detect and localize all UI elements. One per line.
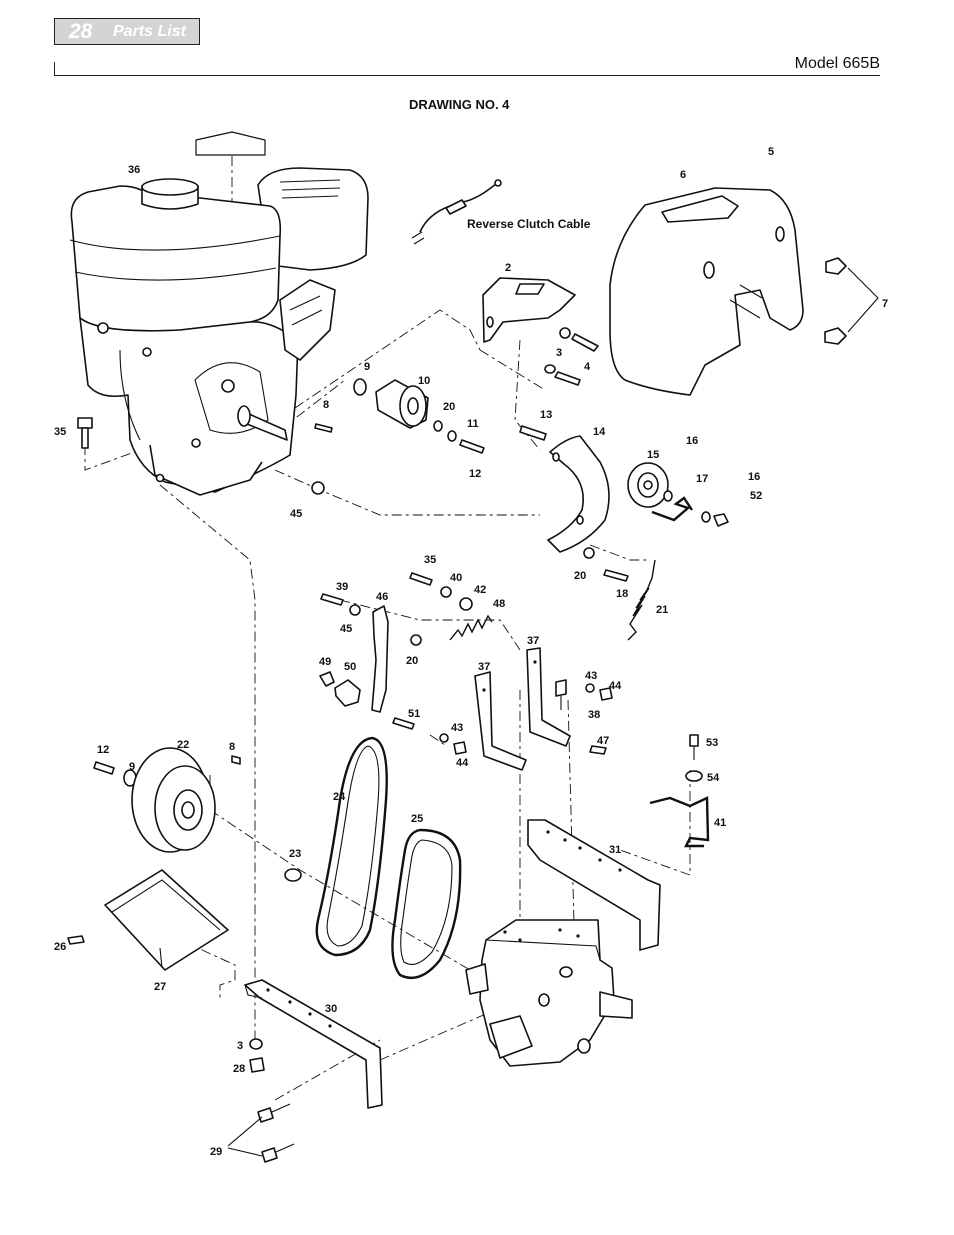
callout-29: 29 (210, 1146, 222, 1158)
header-rule (54, 75, 880, 76)
frame-bracket-30 (227, 979, 383, 1163)
cable-label: Reverse Clutch Cable (467, 217, 591, 231)
callout-40: 40 (450, 572, 462, 584)
cable-bracket (482, 277, 599, 386)
callout-48: 48 (493, 598, 505, 610)
callout-11: 11 (467, 418, 479, 430)
page-header-tab: 28 Parts List (54, 18, 200, 45)
clutch-linkage (319, 572, 493, 755)
callout-3: 3 (556, 347, 562, 359)
callout-22: 22 (177, 739, 189, 751)
callout-39: 39 (336, 581, 348, 593)
callout-10: 10 (418, 375, 430, 387)
callout-20-c: 20 (406, 655, 418, 667)
callout-37: 37 (527, 635, 539, 647)
callout-17: 17 (696, 473, 708, 485)
callout-46: 46 (376, 591, 388, 603)
callout-8-b: 8 (229, 741, 235, 753)
callout-28: 28 (233, 1063, 245, 1075)
callout-18: 18 (616, 588, 628, 600)
callout-20: 20 (443, 401, 455, 413)
washer-23 (284, 868, 302, 882)
callout-25: 25 (411, 813, 423, 825)
drawing-title: DRAWING NO. 4 (409, 97, 510, 112)
callout-20-b: 20 (574, 570, 586, 582)
callout-51: 51 (408, 708, 420, 720)
frame-bracket-31 (527, 819, 661, 951)
callout-41: 41 (714, 817, 726, 829)
washer-45 (311, 481, 325, 495)
callout-5: 5 (768, 146, 774, 158)
callout-23: 23 (289, 848, 301, 860)
callout-42: 42 (474, 584, 486, 596)
callout-8: 8 (323, 399, 329, 411)
callout-54: 54 (707, 772, 720, 784)
belts (315, 736, 462, 980)
callout-24: 24 (333, 791, 346, 803)
callout-44-b: 44 (456, 757, 469, 769)
callout-50: 50 (344, 661, 356, 673)
callout-27: 27 (154, 981, 166, 993)
callout-7: 7 (882, 298, 888, 310)
callout-44: 44 (609, 680, 622, 692)
callout-3-b: 3 (237, 1040, 243, 1052)
callout-52: 52 (750, 490, 762, 502)
callout-9: 9 (364, 361, 370, 373)
callout-4: 4 (584, 361, 591, 373)
extension-spring (627, 559, 656, 641)
callout-12: 12 (469, 468, 481, 480)
reverse-clutch-cable (411, 179, 502, 245)
idler-assembly (519, 425, 729, 582)
engine-mount-bolt (77, 417, 93, 449)
engine (69, 131, 369, 496)
brackets-37 (474, 647, 613, 771)
header-rule-tick (54, 62, 55, 76)
callout-53: 53 (706, 737, 718, 749)
callout-21: 21 (656, 604, 668, 616)
callout-43: 43 (585, 670, 597, 682)
page-number: 28 (69, 20, 93, 43)
callout-35: 35 (54, 426, 66, 438)
gear-case (465, 919, 633, 1067)
belt-cover (609, 187, 879, 396)
callout-6: 6 (680, 169, 686, 181)
callout-9-b: 9 (129, 761, 135, 773)
callout-16-b: 16 (748, 471, 760, 483)
belt-guard-27 (67, 869, 229, 971)
callout-43-b: 43 (451, 722, 463, 734)
callout-35-b: 35 (424, 554, 436, 566)
engine-pulley (314, 378, 485, 454)
callout-16: 16 (686, 435, 698, 447)
callout-12-b: 12 (97, 744, 109, 756)
callout-36: 36 (128, 164, 140, 176)
model-label: Model 665B (794, 55, 880, 72)
callout-45: 45 (290, 508, 302, 520)
callout-14: 14 (593, 426, 606, 438)
callout-47: 47 (597, 735, 609, 747)
callout-13: 13 (540, 409, 552, 421)
callout-37-b: 37 (478, 661, 490, 673)
callout-2: 2 (505, 262, 511, 274)
callout-38: 38 (588, 709, 600, 721)
drive-pulley (93, 747, 241, 853)
callout-49: 49 (319, 656, 331, 668)
callout-30: 30 (325, 1003, 337, 1015)
callout-15: 15 (647, 449, 659, 461)
callout-45-b: 45 (340, 623, 352, 635)
section-title: Parts List (113, 23, 186, 40)
callout-26: 26 (54, 941, 66, 953)
shift-rod (649, 734, 710, 848)
callout-31: 31 (609, 844, 621, 856)
